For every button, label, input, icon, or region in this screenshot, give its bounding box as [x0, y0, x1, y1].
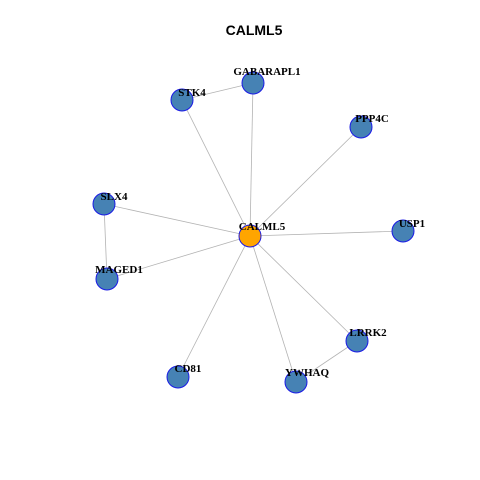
node-gabarapl1 — [241, 71, 265, 95]
edge-calml5-cd81 — [177, 235, 251, 378]
node-label-ywhaq: YWHAQ — [285, 367, 329, 379]
node-label-gabarapl1: GABARAPL1 — [233, 66, 300, 78]
node-usp1 — [391, 219, 415, 243]
node-label-stk4: STK4 — [178, 87, 206, 99]
edge-stk4-gabarapl1 — [181, 82, 254, 101]
node-label-cd81: CD81 — [175, 363, 202, 375]
node-ywhaq — [284, 370, 308, 394]
edge-calml5-lrrk2 — [249, 235, 358, 342]
node-label-slx4: SLX4 — [101, 191, 128, 203]
node-label-calml5: CALML5 — [239, 221, 286, 233]
node-ppp4c — [349, 115, 373, 139]
edges-layer — [103, 82, 404, 383]
nodes-layer — [92, 71, 415, 394]
edge-calml5-maged1 — [106, 235, 251, 280]
node-label-maged1: MAGED1 — [95, 264, 143, 276]
node-stk4 — [170, 88, 194, 112]
edge-calml5-ywhaq — [249, 235, 297, 383]
node-lrrk2 — [345, 329, 369, 353]
edge-slx4-maged1 — [103, 203, 108, 280]
edge-calml5-stk4 — [181, 99, 251, 237]
node-label-ppp4c: PPP4C — [355, 113, 389, 125]
diagram-title: CALML5 — [226, 22, 283, 38]
node-maged1 — [95, 267, 119, 291]
edge-calml5-slx4 — [103, 203, 251, 237]
edge-calml5-usp1 — [249, 230, 404, 237]
node-slx4 — [92, 192, 116, 216]
node-calml5 — [238, 224, 262, 248]
edge-calml5-ppp4c — [249, 126, 362, 237]
edge-lrrk2-ywhaq — [295, 340, 358, 383]
node-label-lrrk2: LRRK2 — [349, 327, 387, 339]
node-cd81 — [166, 365, 190, 389]
node-label-usp1: USP1 — [399, 218, 425, 230]
edge-calml5-gabarapl1 — [249, 82, 254, 237]
